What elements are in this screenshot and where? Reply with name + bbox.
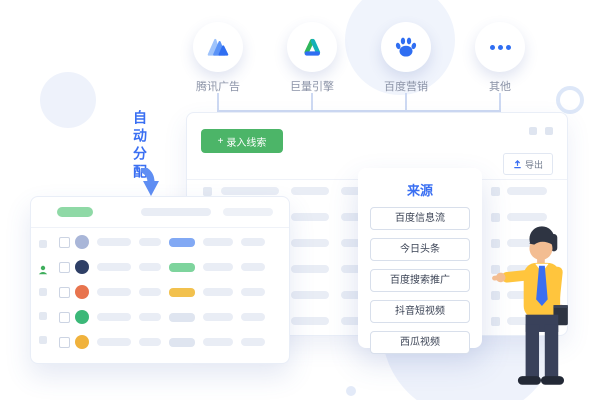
row-checkbox[interactable]: [59, 237, 70, 248]
auto-allocate-label: 自动分配: [132, 110, 148, 182]
person-illustration: [492, 220, 588, 399]
platform-ocean-engine: 巨量引擎: [272, 22, 352, 94]
row-checkbox[interactable]: [59, 262, 70, 273]
sidebar-icon[interactable]: [39, 240, 47, 248]
status-tag: [169, 263, 195, 272]
avatar: [75, 235, 89, 249]
sidebar-icon[interactable]: [39, 288, 47, 296]
placeholder-bar: [223, 208, 273, 216]
platform-baidu-marketing: 百度营销: [366, 22, 446, 94]
decor-circle: [40, 72, 96, 128]
avatar: [75, 285, 89, 299]
connector-line: [405, 93, 407, 110]
lead-list-window: [30, 196, 290, 364]
connector-line: [217, 110, 501, 112]
list-item: [31, 235, 289, 250]
down-arrow-icon: [136, 166, 164, 203]
platform-label: 巨量引擎: [290, 81, 334, 93]
source-card-title: 来源: [406, 183, 433, 198]
connector-line: [217, 93, 219, 110]
list-item: [31, 260, 289, 275]
export-button[interactable]: 导出: [503, 153, 553, 175]
platform-other: 其他: [460, 22, 540, 94]
tencent-ads-icon: [193, 22, 243, 72]
source-option-toutiao[interactable]: 今日头条: [370, 238, 470, 261]
toolbar-icon[interactable]: [529, 127, 537, 135]
source-option-douyin[interactable]: 抖音短视频: [370, 300, 470, 323]
placeholder-bar: [141, 208, 211, 216]
connector-line: [311, 93, 313, 110]
divider: [31, 227, 289, 228]
status-tag: [169, 288, 195, 297]
platform-label: 百度营销: [384, 81, 428, 93]
status-pill: [57, 207, 93, 217]
row-checkbox[interactable]: [59, 312, 70, 323]
source-card: 来源 百度信息流 今日头条 百度搜索推广 抖音短视频 西瓜视频: [358, 168, 482, 354]
sidebar-icon[interactable]: [39, 312, 47, 320]
row-checkbox[interactable]: [59, 287, 70, 298]
platform-label: 腾讯广告: [196, 81, 240, 93]
more-dots-icon: [475, 22, 525, 72]
row-checkbox[interactable]: [59, 337, 70, 348]
list-item: [31, 285, 289, 300]
avatar: [75, 335, 89, 349]
baidu-paw-icon: [381, 22, 431, 72]
sidebar-icon[interactable]: [39, 336, 47, 344]
enter-leads-button[interactable]: + 录入线索: [201, 129, 283, 153]
enter-leads-label: 录入线索: [226, 137, 267, 149]
status-tag: [169, 313, 195, 322]
export-icon: [514, 159, 521, 168]
platform-tencent-ads: 腾讯广告: [178, 22, 258, 94]
list-item: [31, 310, 289, 325]
avatar: [75, 310, 89, 324]
source-option-xigua[interactable]: 西瓜视频: [370, 331, 470, 354]
status-tag: [169, 338, 195, 347]
connector-line: [499, 93, 501, 110]
platform-label: 其他: [489, 81, 511, 93]
plus-icon: +: [217, 135, 224, 147]
decor-circle: [556, 86, 584, 114]
list-item: [31, 335, 289, 350]
ocean-engine-icon: [287, 22, 337, 72]
decor-dot: [346, 386, 356, 396]
toolbar-icon[interactable]: [545, 127, 553, 135]
export-label: 导出: [524, 159, 543, 170]
avatar: [75, 260, 89, 274]
status-tag: [169, 238, 195, 247]
source-option-baidu-feed[interactable]: 百度信息流: [370, 207, 470, 230]
user-icon[interactable]: [38, 262, 48, 280]
source-option-baidu-search[interactable]: 百度搜索推广: [370, 269, 470, 292]
